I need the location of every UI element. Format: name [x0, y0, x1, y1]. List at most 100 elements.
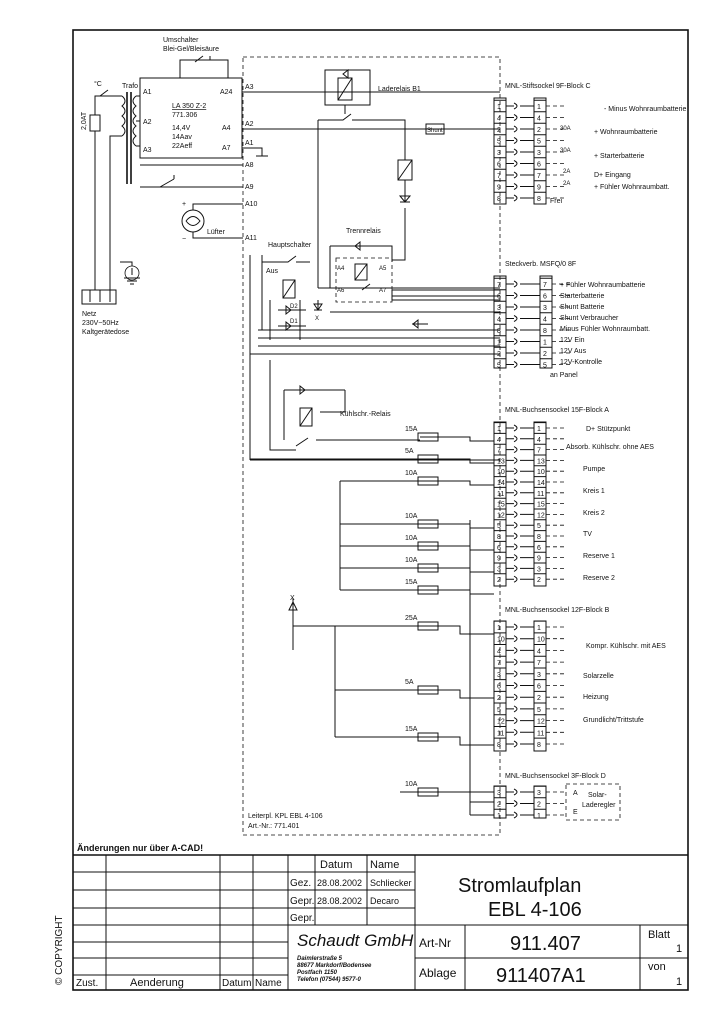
block-a-pin-left: 4 — [497, 437, 501, 444]
block-b-connector — [506, 670, 534, 678]
block-b-fuse — [417, 685, 439, 695]
block-b-label-3: Heizung — [583, 694, 609, 701]
a2-label: A2 — [245, 121, 254, 128]
msfq-pin-right: 5 — [543, 363, 547, 370]
block-d-title: MNL-Buchsensockel 3F-Block D — [505, 773, 606, 780]
msfq-connector — [506, 326, 540, 334]
x-label: X — [315, 316, 319, 322]
block-b-pin-right: 10 — [537, 637, 545, 644]
address-2: 88677 Markdorf/Bodensee — [297, 963, 372, 969]
pin-a3: A3 — [143, 147, 152, 154]
block-d-pin-left: 1 — [497, 813, 501, 820]
luefter-label: Lüfter — [207, 229, 226, 236]
drawing-subtitle: EBL 4-106 — [488, 899, 582, 921]
block-b-connector — [506, 623, 534, 631]
netz-label: Netz — [82, 311, 97, 318]
block-c-label-3: + Starterbatterie — [594, 153, 644, 160]
block-b-connector — [506, 705, 534, 713]
block-d-connector — [506, 788, 534, 796]
block-a-pin-left: 15 — [497, 502, 505, 509]
block-c-pin-right: 5 — [537, 139, 541, 146]
block-a-feed — [340, 567, 494, 573]
block-a-connector — [506, 532, 534, 540]
msfq-label-4: Shunt Verbraucher — [560, 315, 619, 322]
shunt-label: Shunt — [427, 128, 443, 134]
block-a-connector — [506, 575, 534, 583]
block-d-connector — [506, 811, 534, 819]
block-b-pin-right: 4 — [537, 648, 541, 655]
block-a-pin-right: 6 — [537, 545, 541, 552]
block-b-pin-left: 3 — [497, 672, 501, 679]
a8-label: A8 — [245, 162, 254, 169]
block-c-pin-left: 7 — [497, 173, 501, 180]
block-a-fuse-label: 10A — [405, 557, 418, 564]
art-label: Art-Nr — [419, 936, 451, 950]
block-c-connector — [506, 171, 534, 179]
trafo-label: Trafo — [122, 83, 138, 90]
svg-text:X: X — [290, 595, 295, 602]
umschalter-sub: Blei-Gel/Bleisäure — [163, 46, 219, 53]
msfq-label-9: an Panel — [550, 372, 578, 379]
block-c-pin-right: 2 — [537, 127, 541, 134]
netz-voltage: 230V~50Hz — [82, 320, 119, 327]
leiterpl-art: Art.-Nr.: 771.401 — [248, 823, 299, 830]
solar-regler-box — [565, 783, 621, 821]
block-a-pin-right: 8 — [537, 534, 541, 541]
charger-box — [139, 77, 243, 159]
shunt — [425, 123, 445, 135]
gepr-key: Gepr. — [290, 896, 314, 907]
block-c-pin-right: 1 — [537, 104, 541, 111]
msfq-label-1: + Fühler Wohnraumbatterie — [560, 282, 645, 289]
block-a-connector — [506, 446, 534, 454]
block-a-connector — [506, 510, 534, 518]
block-a-label-8: Reserve 2 — [583, 575, 615, 582]
block-d-pin-left: 3 — [497, 790, 501, 797]
kuehl-relais-label: Kühlschr.-Relais — [340, 411, 391, 418]
tr-a7: A7 — [379, 288, 387, 294]
block-a-pin-right: 15 — [537, 502, 545, 509]
block-b-pin-left: 4 — [497, 648, 501, 655]
thermo-label: °C — [94, 80, 102, 88]
mains-plug — [81, 289, 117, 305]
block-a-pin-left: 7 — [497, 448, 501, 455]
tr-a5: A5 — [379, 266, 387, 272]
block-b-connector — [506, 635, 534, 643]
block-d-fuse: 10A — [405, 781, 418, 788]
msfq-pin-right: 2 — [543, 351, 547, 358]
la-a1: 14Aav — [172, 134, 192, 141]
block-b-connector — [506, 728, 534, 736]
block-a-fuse-label: 15A — [405, 426, 418, 433]
block-b-connector — [506, 717, 534, 725]
msfq-title: Steckverb. MSFQ/0 8F — [505, 261, 576, 268]
block-a-bus — [250, 459, 500, 590]
block-a-pin-left: 9 — [497, 556, 501, 563]
block-c-connector — [506, 194, 534, 202]
copyright: © COPYRIGHT — [54, 915, 65, 985]
la-v: 14,4V — [172, 125, 191, 132]
svg-text:A: A — [573, 790, 578, 797]
msfq-connector — [506, 349, 540, 357]
address-1: Daimlerstraße 5 — [297, 956, 343, 962]
block-b-connector — [506, 646, 534, 654]
svg-text:E: E — [573, 809, 578, 816]
block-b-title: MNL-Buchsensockel 12F-Block B — [505, 607, 610, 614]
block-a-pin-right: 1 — [537, 426, 541, 433]
block-c-fuse-2: 30A — [560, 148, 571, 154]
la-type: LA 350 Z-2 — [172, 103, 206, 110]
block-b-pin-left: 7 — [497, 660, 501, 667]
block-a-label-5: Kreis 2 — [583, 510, 605, 517]
msfq-pin-right: 3 — [543, 305, 547, 312]
pin-a7: A7 — [222, 145, 231, 152]
block-a-pin-right: 9 — [537, 556, 541, 563]
block-c-pin-left: 9 — [497, 185, 501, 192]
msfq-connector — [506, 338, 540, 345]
gepr-name: Decaro — [370, 896, 399, 906]
block-c-pin-left: 2 — [497, 127, 501, 134]
block-a-feed — [340, 589, 494, 595]
pin-a24: A24 — [220, 89, 233, 96]
ablage-value: 911407A1 — [496, 965, 586, 987]
pin-a1: A1 — [143, 89, 152, 96]
block-a-fuse-label: 5A — [405, 448, 414, 455]
block-a-feed — [340, 480, 494, 486]
